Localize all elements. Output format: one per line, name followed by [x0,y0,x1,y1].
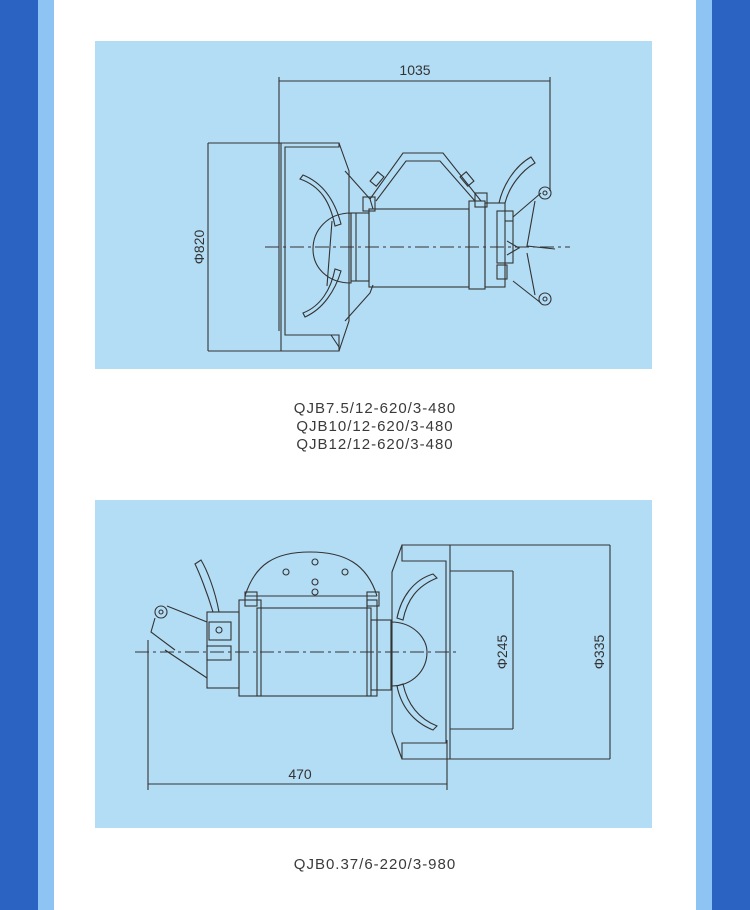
model-name: QJB7.5/12-620/3-480 [293,400,457,417]
model-name: QJB12/12-620/3-480 [296,436,454,453]
dimension-length: 470 [288,766,312,782]
right-stripe [696,0,712,910]
model-list-2: QJB0.37/6-220/3-980 [0,856,750,874]
left-stripe [38,0,54,910]
dimension-outer-diameter: Φ335 [591,635,607,670]
model-name: QJB0.37/6-220/3-980 [293,856,457,873]
diagram-panel-2: 470 Φ335 Φ245 [95,500,652,828]
mixer-drawing-2: 470 Φ335 Φ245 [135,544,611,790]
dimension-diameter: Φ820 [191,230,207,265]
diagram-panel-1: 1035 Φ820 [95,41,652,369]
dimension-inner-diameter: Φ245 [494,635,510,670]
dimension-width: 1035 [399,62,430,78]
model-name: QJB10/12-620/3-480 [296,418,454,435]
model-list-1: QJB7.5/12-620/3-480 QJB10/12-620/3-480 Q… [0,400,750,454]
mixer-drawing-1: 1035 Φ820 [191,62,570,352]
